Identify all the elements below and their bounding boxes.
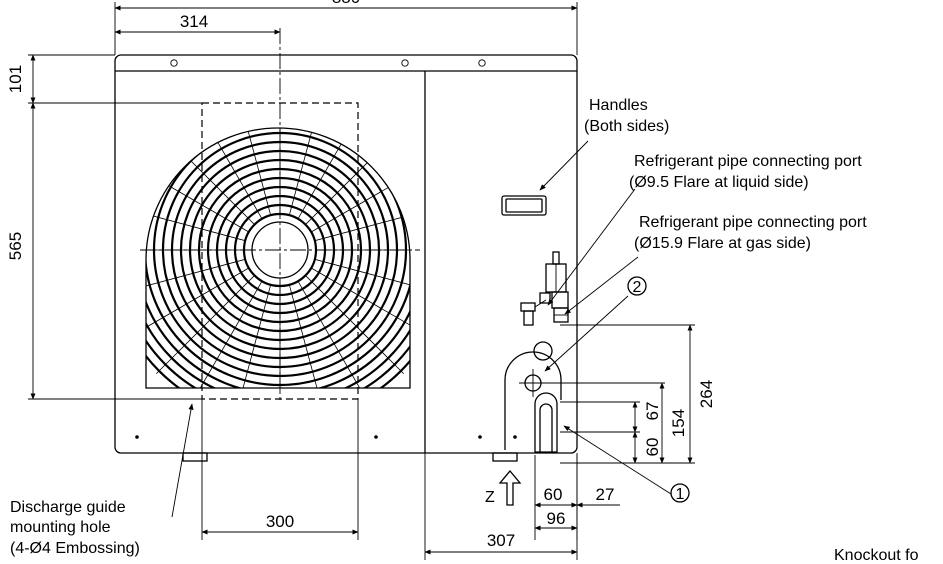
grille-spoke [297,128,368,220]
callout-1-circle [670,483,690,503]
dim-knockout-width-a: 60 [544,485,563,504]
dim-knockout-width-b: 27 [596,485,615,504]
mounting-feet [182,452,518,462]
label-liquid-port-title: Refrigerant pipe connecting port [634,153,862,170]
label-gas-port-title: Refrigerant pipe connecting port [639,214,867,231]
view-z-arrow [498,469,522,506]
label-handles-title: Handles [589,97,648,114]
grille-spoke [297,280,368,388]
unit-casing [114,54,578,454]
leader-lines [171,140,672,518]
dimension-lines [28,2,695,560]
grille-spoke [192,280,263,388]
grille-spoke [192,128,263,220]
handle [501,195,547,216]
grille-spoke [146,267,250,338]
grille-spoke [314,258,410,296]
grille-spoke [310,162,410,233]
dim-knockout-height: 154 [669,409,688,437]
dim-hole-spacing: 300 [266,512,294,531]
grille-spoke [310,267,410,338]
label-view-z: Z [485,489,495,506]
service-valves [520,251,569,326]
discharge-guide-outline [201,102,359,400]
label-liquid-port-spec: (Ø9.5 Flare at liquid side) [629,174,809,191]
dim-port-height: 264 [697,380,716,408]
callout-2-circle [627,276,647,296]
label-discharge-line2: mounting hole [10,519,111,536]
grille-spoke [155,275,255,375]
grille-spoke [234,128,272,216]
dim-fan-offset-left: 314 [180,12,208,31]
pipe-knockout-panel [504,341,562,453]
callout-2-number: 2 [633,279,642,296]
grille-spoke [146,258,246,296]
label-handles-sides: (Both sides) [584,118,669,135]
grille-spoke [234,284,272,388]
label-discharge-line3: (4-Ø4 Embossing) [10,540,140,557]
grille-spoke [305,275,405,375]
grille-spoke [288,284,326,388]
grille-spoke [288,128,326,216]
dim-fan-height: 565 [6,232,25,260]
fan-guard-grille [140,28,420,400]
dim-knockout-bottom: 60 [643,438,662,457]
label-discharge-line1: Discharge guide [10,499,126,516]
dim-knockout-top: 67 [643,402,662,421]
label-knockout-caption: Knockout fo [834,547,919,564]
dim-top-offset: 101 [6,65,25,93]
grille-spoke [146,204,246,242]
grille-spoke [314,204,410,242]
dim-right-offset: 307 [487,531,515,550]
dim-knockout-width-total: 96 [547,509,566,528]
dim-overall-width: 880 [332,0,360,7]
label-gas-port-spec: (Ø15.9 Flare at gas side) [634,235,811,252]
callout-1-number: 1 [676,486,685,503]
